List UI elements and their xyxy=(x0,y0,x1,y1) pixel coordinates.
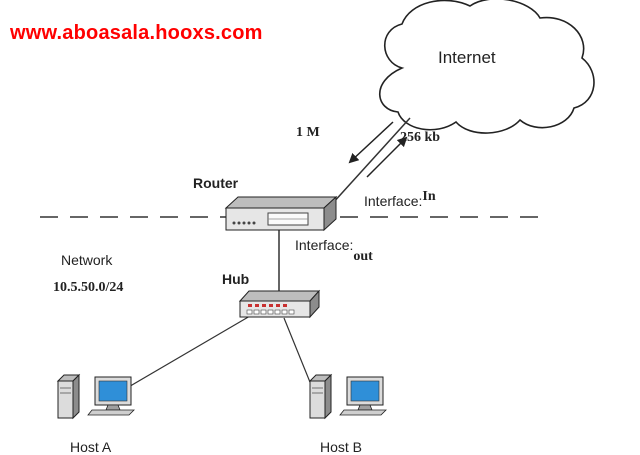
router-icon xyxy=(224,195,338,232)
interface-in-name: In xyxy=(422,189,436,204)
wan-uplink-line xyxy=(331,117,411,205)
interface-in-prefix: Interface: xyxy=(364,193,423,209)
interface-out-prefix: Interface: xyxy=(295,237,354,253)
hub-icon xyxy=(238,289,321,319)
upstream-speed-label: 256 kb xyxy=(400,130,441,145)
network-label: Network xyxy=(61,252,113,268)
internet-label: Internet xyxy=(438,48,496,67)
upstream-arrow xyxy=(366,136,408,178)
interface-out-name: out xyxy=(353,249,373,264)
site-watermark: www.aboasala.hooxs.com xyxy=(10,22,263,44)
host-a-label: Host A xyxy=(70,439,112,455)
host-a-computer-icon xyxy=(56,373,135,420)
internet-cloud xyxy=(378,0,595,134)
hub-label: Hub xyxy=(222,271,250,287)
hub-host-a-line xyxy=(119,315,251,393)
interface-out-label: Interface:out xyxy=(295,237,373,264)
interface-in-label: Interface:In xyxy=(364,190,436,210)
downstream-speed-label: 1 M xyxy=(296,125,320,140)
network-subnet: 10.5.50.0/24 xyxy=(53,280,124,295)
host-b-label: Host B xyxy=(320,439,363,455)
downstream-arrow xyxy=(348,121,394,164)
router-label: Router xyxy=(193,175,239,191)
hub-host-b-line xyxy=(283,317,315,393)
host-b-computer-icon xyxy=(308,373,387,420)
